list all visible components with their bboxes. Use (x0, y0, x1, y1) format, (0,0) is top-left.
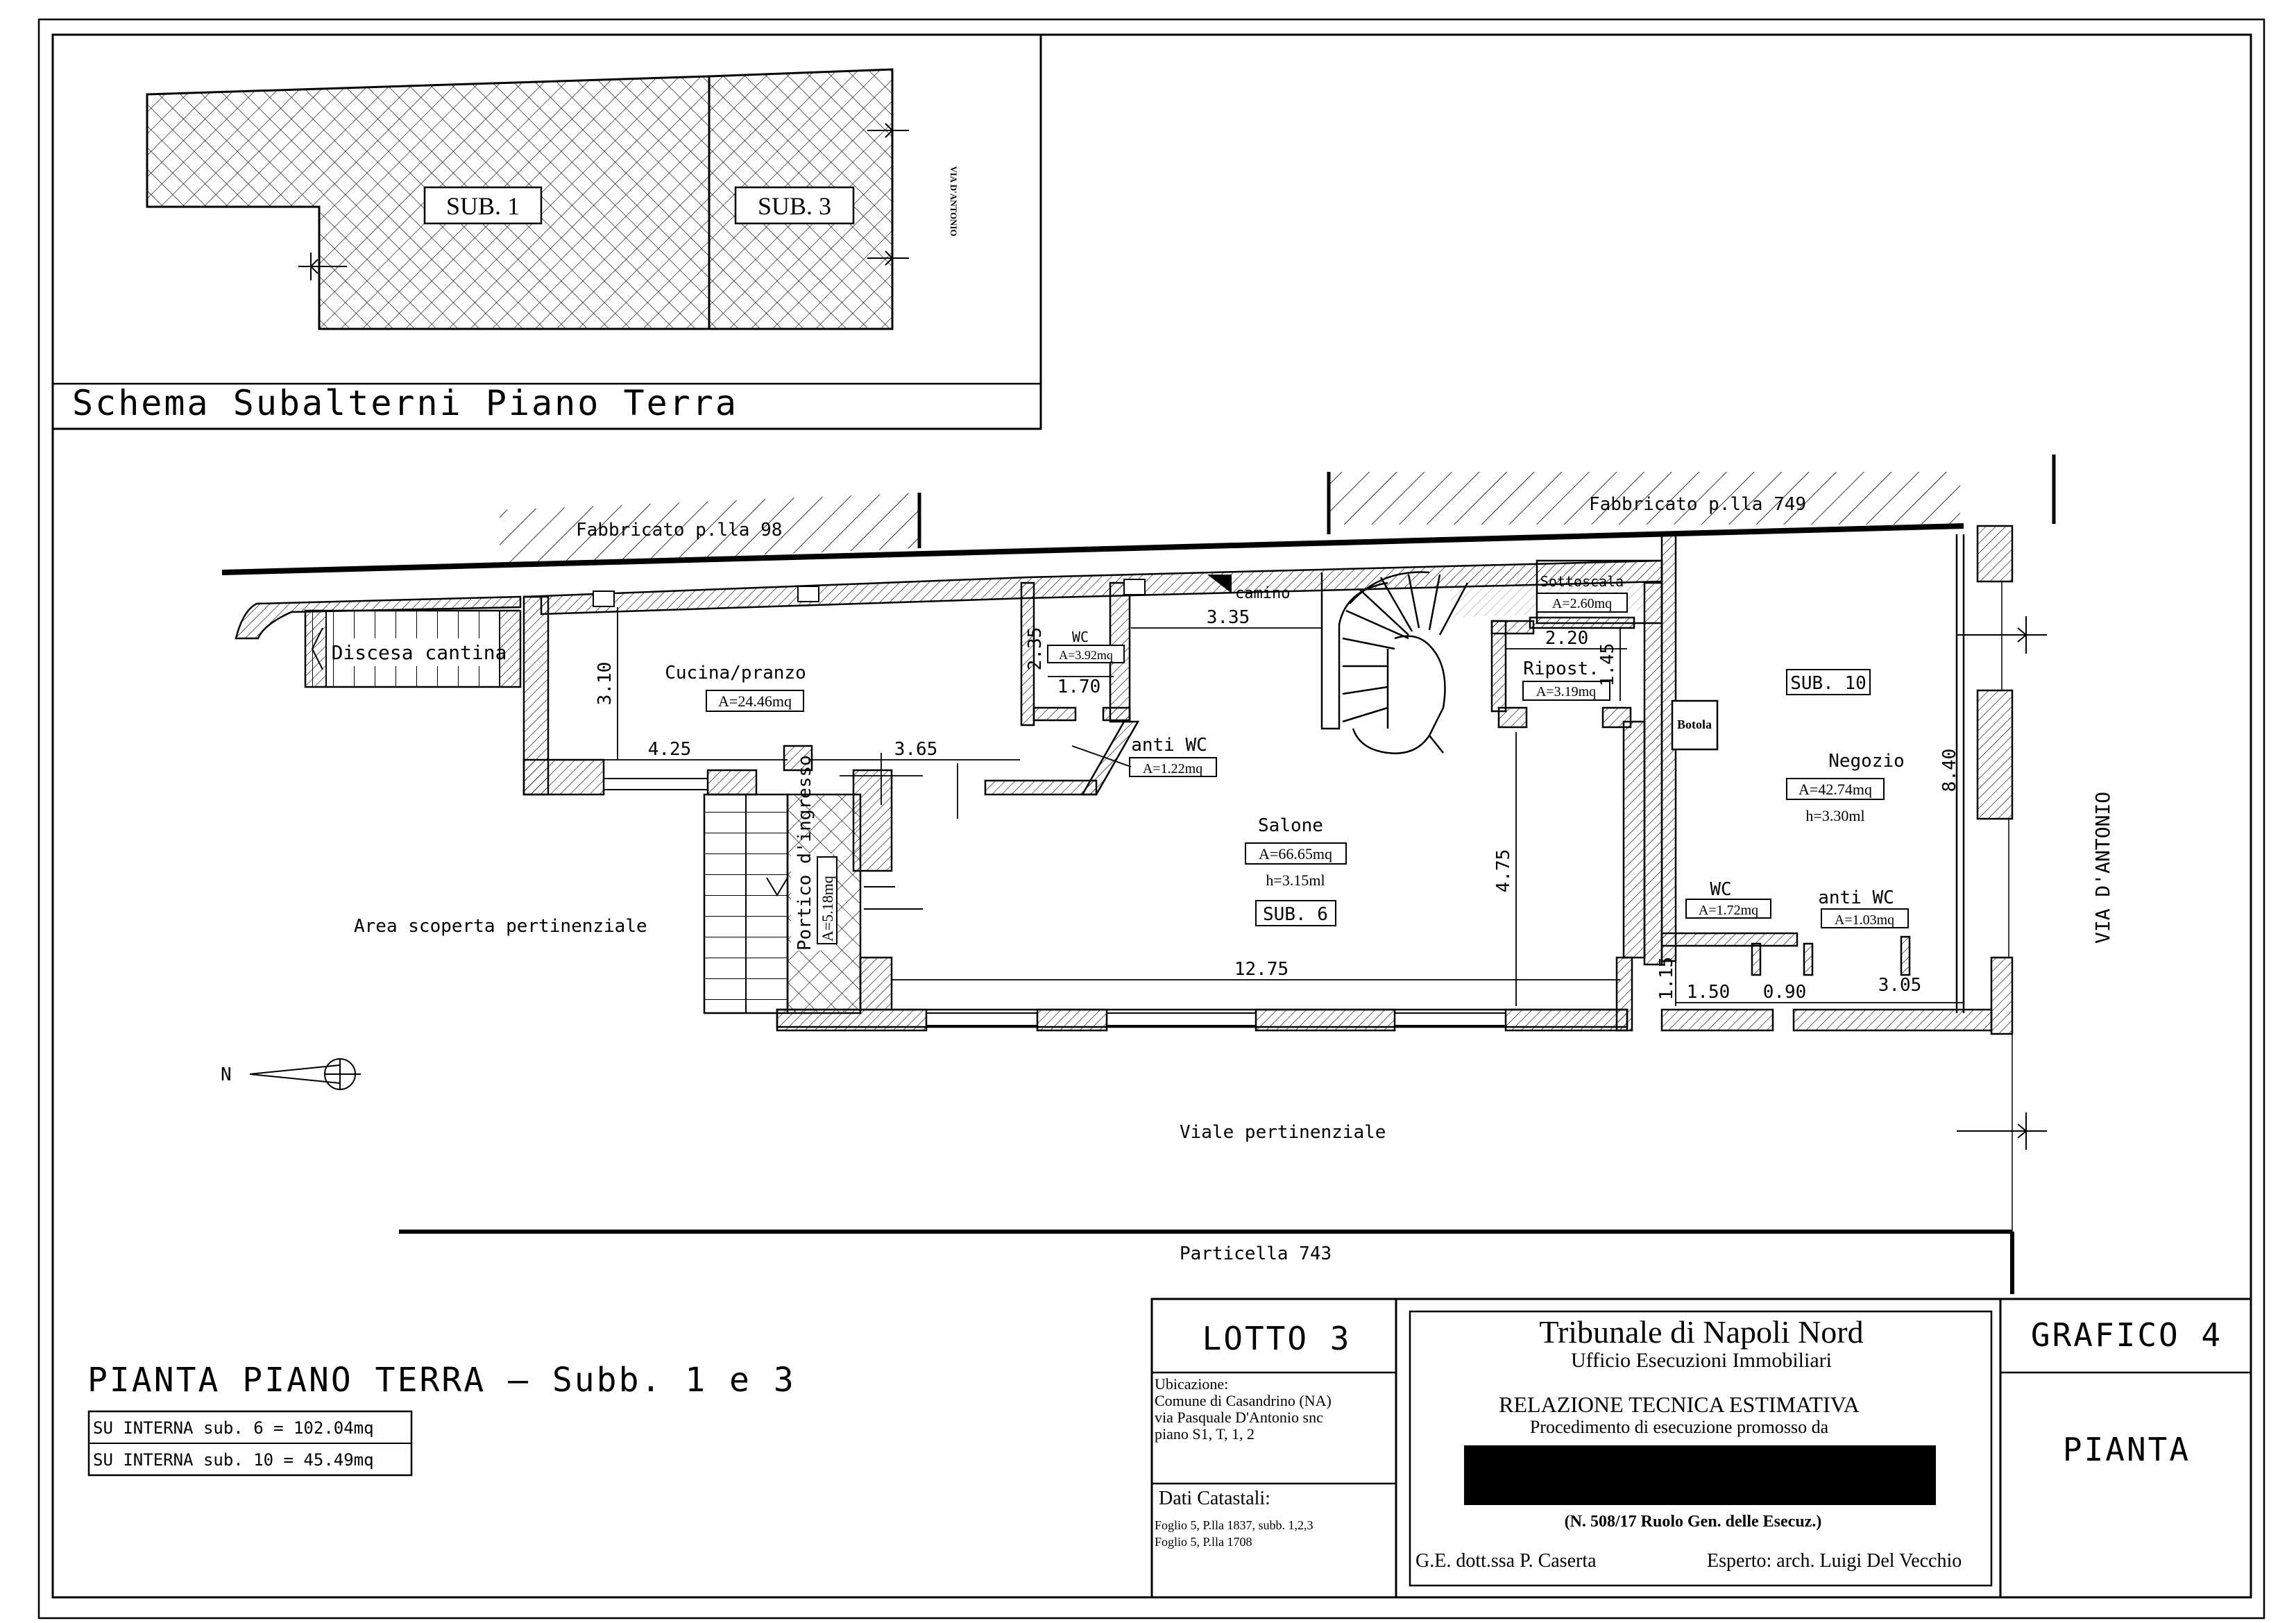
north-arrow-icon (249, 1058, 361, 1090)
ripost-area: A=3.19mq (1536, 684, 1596, 699)
camino-label: camino (1235, 585, 1290, 602)
cucina-area: A=24.46mq (718, 692, 792, 710)
sub10-label: SUB. 10 (1790, 673, 1866, 694)
fabbricato-98-label: Fabbricato p.lla 98 (576, 520, 782, 541)
schema-sub1-label: SUB. 1 (446, 192, 520, 220)
dati-label: Dati Catastali: (1159, 1488, 1270, 1509)
schema-street-label: VIA D'ANTONIO (949, 166, 959, 236)
antiwc2-label: anti WC (1818, 887, 1894, 908)
camino-icon (1207, 575, 1232, 593)
ruolo-text: (N. 508/17 Ruolo Gen. delle Esecuz.) (1565, 1513, 1822, 1531)
salone-label: Salone (1258, 815, 1323, 836)
windows (604, 778, 1506, 1026)
sub6-label: SUB. 6 (1263, 904, 1328, 925)
sub10-walls (1660, 525, 2014, 1277)
dim-4-25: 4.25 (648, 739, 692, 760)
tribunale-title: Tribunale di Napoli Nord (1539, 1314, 1863, 1350)
dim-1-50: 1.50 (1687, 982, 1730, 1003)
pianta-label: PIANTA (2063, 1431, 2191, 1468)
relazione-title: RELAZIONE TECNICA ESTIMATIVA (1499, 1392, 1860, 1417)
via-antonio-label: VIA D'ANTONIO (2091, 792, 2114, 944)
dim-2-35: 2.35 (1025, 627, 1046, 671)
dimension-lines (548, 538, 1964, 1006)
esperto-text: Esperto: arch. Luigi Del Vecchio (1707, 1550, 1962, 1572)
dim-0-90: 0.90 (1763, 982, 1807, 1003)
negozio-label: Negozio (1828, 751, 1905, 772)
dim-3-65: 3.65 (894, 739, 938, 760)
section-mark-icon (298, 114, 909, 280)
plan-title: PIANTA PIANO TERRA – Subb. 1 e 3 (87, 1361, 796, 1400)
neighbor-buildings: Fabbricato p.lla 98 Fabbricato p.lla 749 (221, 454, 2056, 575)
dim-3-35: 3.35 (1207, 607, 1250, 628)
wc1-area: A=3.92mq (1059, 648, 1113, 662)
antiwc1-area: A=1.22mq (1143, 761, 1202, 776)
particella-label: Particella 743 (1180, 1243, 1332, 1264)
su-interna-10: SU INTERNA sub. 10 = 45.49mq (93, 1450, 374, 1470)
dimension-labels: 3.10 4.25 3.65 2.35 1.70 3.35 2.20 1.45 … (595, 607, 1960, 1003)
discesa-cantina: Discesa cantina (235, 595, 522, 688)
negozio-area: A=42.74mq (1798, 781, 1872, 798)
dim-1-15: 1.15 (1656, 957, 1677, 1001)
wc2-area: A=1.72mq (1699, 903, 1758, 918)
staircase (1320, 571, 1469, 754)
wc2-label: WC (1710, 879, 1731, 900)
antiwc1-label: anti WC (1131, 735, 1207, 756)
portico-area: A=5.18mq (819, 876, 836, 942)
procedimento-text: Procedimento di esecuzione promosso da (1530, 1417, 1829, 1437)
dim-1-70: 1.70 (1057, 677, 1101, 697)
ubicazione-label: Ubicazione: (1155, 1375, 1228, 1393)
dim-3-10: 3.10 (595, 662, 615, 706)
dim-2-20: 2.20 (1545, 628, 1589, 649)
ripost-label: Ripost. (1523, 658, 1599, 679)
antiwc2-area: A=1.03mq (1835, 912, 1894, 928)
portico-label: Portico d'ingresso (794, 755, 815, 951)
cucina-label: Cucina/pranzo (665, 663, 806, 683)
sottoscala-label: Sottoscala (1540, 573, 1624, 590)
dim-8-40: 8.40 (1939, 749, 1960, 792)
viale-label: Viale pertinenziale (1180, 1122, 1386, 1143)
discesa-cantina-label: Discesa cantina (332, 641, 507, 664)
dim-4-75: 4.75 (1493, 849, 1514, 893)
botola-label: Botola (1677, 717, 1712, 731)
ge-text: G.E. dott.ssa P. Caserta (1415, 1550, 1597, 1572)
su-interna-box: SU INTERNA sub. 6 = 102.04mq SU INTERNA … (87, 1410, 413, 1477)
outer-border (37, 18, 2265, 1620)
dim-1-45: 1.45 (1597, 643, 1618, 687)
su-interna-6: SU INTERNA sub. 6 = 102.04mq (93, 1418, 374, 1438)
sub6-walls (522, 559, 1663, 1032)
negozio-height: h=3.30ml (1805, 807, 1864, 824)
ubicazione-line2: via Pasquale D'Antonio snc (1155, 1409, 1323, 1426)
section-mark-icon (1957, 616, 2047, 1150)
sottoscala-area: A=2.60mq (1552, 596, 1612, 611)
dati-line2: Foglio 5, P.lla 1708 (1155, 1535, 1252, 1549)
dim-12-75: 12.75 (1234, 959, 1289, 980)
salone-area: A=66.65mq (1259, 845, 1332, 863)
schema-sub3-label: SUB. 3 (758, 192, 831, 220)
salone-height: h=3.15ml (1266, 872, 1325, 889)
north-windows (593, 579, 1146, 607)
room-labels: Cucina/pranzo A=24.46mq WC A=3.92mq anti… (354, 573, 2114, 1143)
ufficio-subtitle: Ufficio Esecuzioni Immobiliari (1571, 1349, 1832, 1372)
schema-title: Schema Subalterni Piano Terra (72, 383, 738, 423)
north-label: N (221, 1064, 232, 1085)
schema-subalterni: SUB. 1 SUB. 3 VIA D'ANTONIO Schema Subal… (51, 33, 1042, 430)
botola (1671, 699, 1719, 751)
grafico-label: GRAFICO 4 (2031, 1316, 2222, 1354)
wc1-label: WC (1072, 629, 1089, 645)
ubicazione-line1: Comune di Casandrino (NA) (1155, 1392, 1332, 1409)
dim-3-05: 3.05 (1878, 975, 1922, 996)
redacted-bar (1464, 1445, 1936, 1505)
title-block: LOTTO 3 Ubicazione: Comune di Casandrino… (1150, 1298, 2252, 1599)
dati-line1: Foglio 5, P.lla 1837, subb. 1,2,3 (1155, 1518, 1313, 1532)
lotto-label: LOTTO 3 (1202, 1320, 1352, 1357)
portico: Portico d'ingresso A=5.18mq (703, 755, 923, 1014)
area-scoperta-label: Area scoperta pertinenziale (354, 916, 647, 937)
fabbricato-749-label: Fabbricato p.lla 749 (1589, 494, 1806, 515)
ubicazione-line3: piano S1, T, 1, 2 (1155, 1425, 1255, 1443)
